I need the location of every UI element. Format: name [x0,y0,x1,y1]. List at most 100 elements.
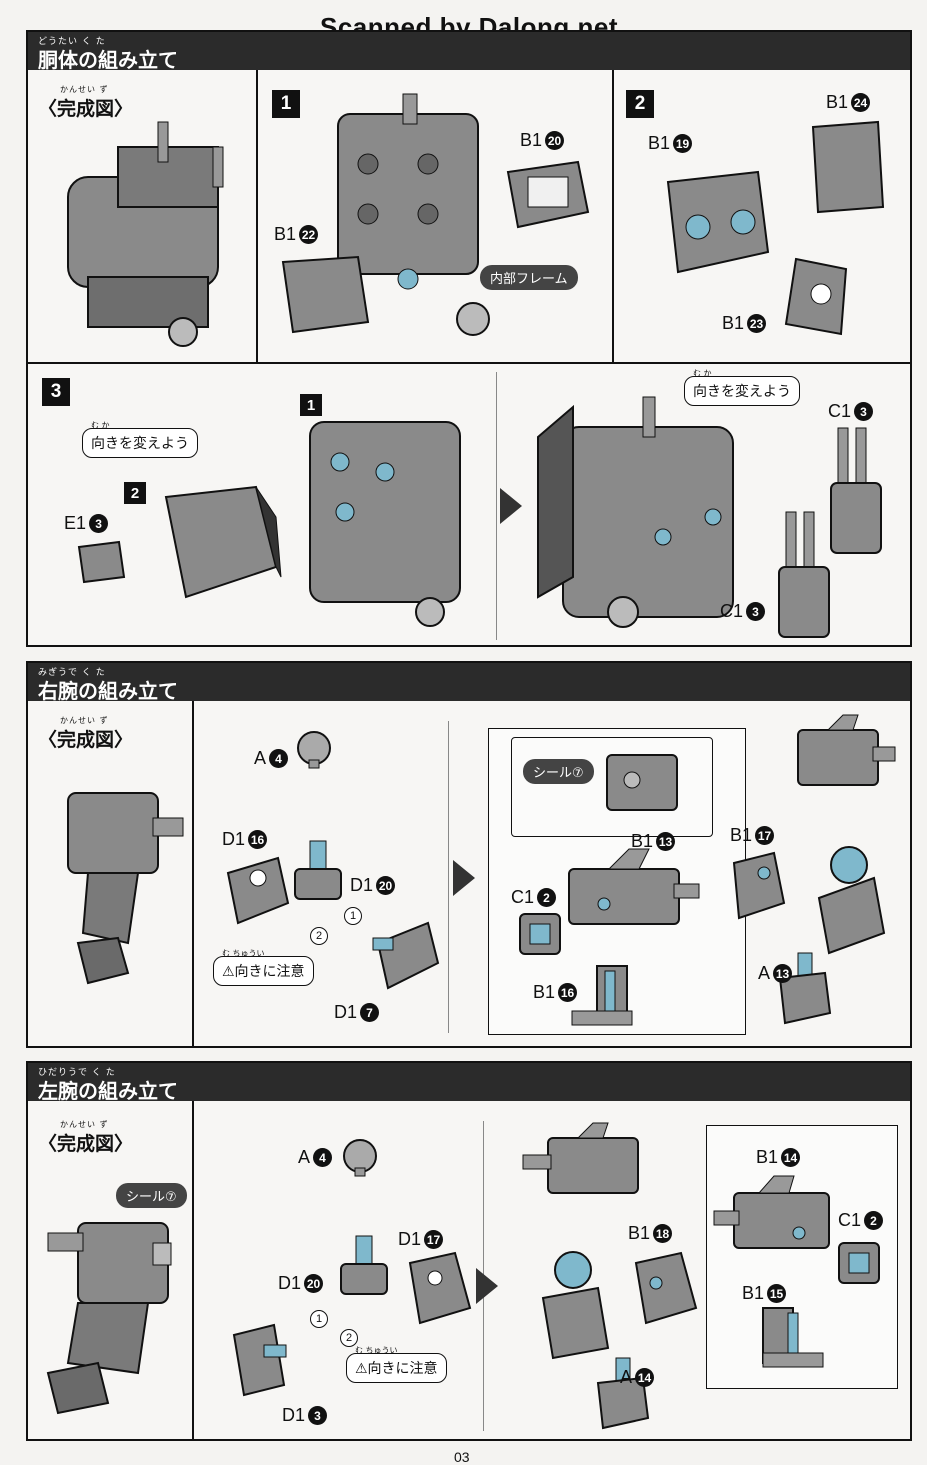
order-mark-1: 1 [310,1310,328,1328]
order-mark-2: 2 [340,1329,358,1347]
seal-detail-illustration [606,754,678,811]
step-3-ref-1: 1 [300,394,322,416]
part-b1-24-illustration [811,120,885,214]
right-arm-elbow-illustration [817,846,886,955]
order-mark-2: 2 [310,927,328,945]
done-label: かんせい ず〈完成図〉 [38,716,134,751]
part-b1-14-illustration [713,1175,830,1249]
flow-arrow [500,488,522,524]
step3-back-part-illustration [164,485,282,599]
step-3-ref-2: 2 [124,482,146,504]
seal-label: シール⑦ [116,1183,187,1208]
section-title: 胴体の組み立て [38,48,178,72]
step2-frame-illustration [666,170,770,274]
step-2-badge: 2 [626,90,654,118]
part-b1-17-illustration [732,851,786,920]
turn-callout: む か向きを変えよう [82,421,198,458]
step-3-badge: 3 [42,378,70,406]
part-c1-3-lower-illustration [778,511,830,638]
left-arm-elbow-illustration [541,1251,610,1360]
turn-callout-2: む か向きを変えよう [684,369,800,406]
part-d1-7-illustration [372,921,440,990]
section-title: 左腕の組み立て [38,1079,178,1103]
part-b1-23-illustration [784,257,848,336]
ball-joint-a4-illustration [343,1139,377,1177]
flow-arrow [453,860,475,896]
part-b1-18-illustration [634,1251,698,1325]
right-arm-completed-illustration [67,792,184,985]
step-1-badge: 1 [272,90,300,118]
left-arm-completed-illustration [46,1222,172,1415]
part-b1-16-illustration [571,965,633,1026]
ball-joint-a4-illustration [297,731,331,769]
section-title: 右腕の組み立て [38,679,178,703]
part-c1-2-illustration [519,913,561,955]
right-arm-upper-block-illustration [797,714,896,786]
part-b1-15-illustration [762,1307,824,1368]
section-header: ひだりうで く た 左腕の組み立て [28,1063,910,1103]
seal-label: シール⑦ [523,759,594,784]
inner-frame-label: 内部フレーム [480,265,578,290]
done-label: かんせい ず〈完成図〉 [38,1120,134,1155]
section-header: どうたい く た 胴体の組み立て [28,32,910,72]
torso-completed-illustration [67,121,224,347]
part-d1-20-illustration [294,840,342,900]
section-ruby: みぎうで く た [38,668,106,678]
part-d1-20-illustration [340,1235,388,1295]
done-ruby: かんせい ず [60,85,109,94]
order-mark-1: 1 [344,907,362,925]
part-d1-16-illustration [226,856,290,925]
page-number: 03 [454,1449,470,1465]
flow-arrow [476,1268,498,1304]
part-e1-3-illustration [77,540,126,584]
caution-callout: む ちゅうい⚠向きに注意 [213,949,314,986]
part-b1-13-illustration [568,848,700,925]
step3-result-illustration [537,396,734,628]
section-ruby: どうたい く た [38,37,106,47]
section-ruby: ひだりうで く た [38,1068,116,1078]
done-label: かんせい ず 〈完成図〉 [38,85,134,120]
seal-detail-box [511,737,713,837]
left-arm-upper-block-illustration [522,1122,639,1194]
part-c1-2-illustration [838,1242,880,1284]
section-header: みぎうで く た 右腕の組み立て [28,663,910,703]
part-c1-3-upper-illustration [830,427,882,554]
caution-callout: む ちゅうい⚠向きに注意 [346,1346,447,1383]
part-a-13-illustration [778,952,832,1025]
step3-frame-illustration [309,421,461,627]
part-b1-22-illustration [281,255,370,334]
part-a-14-illustration [596,1357,650,1430]
part-b1-20-illustration [506,160,590,229]
part-d1-17-illustration [408,1251,472,1325]
inner-frame-illustration [337,93,490,336]
part-d1-3-illustration [232,1323,287,1397]
